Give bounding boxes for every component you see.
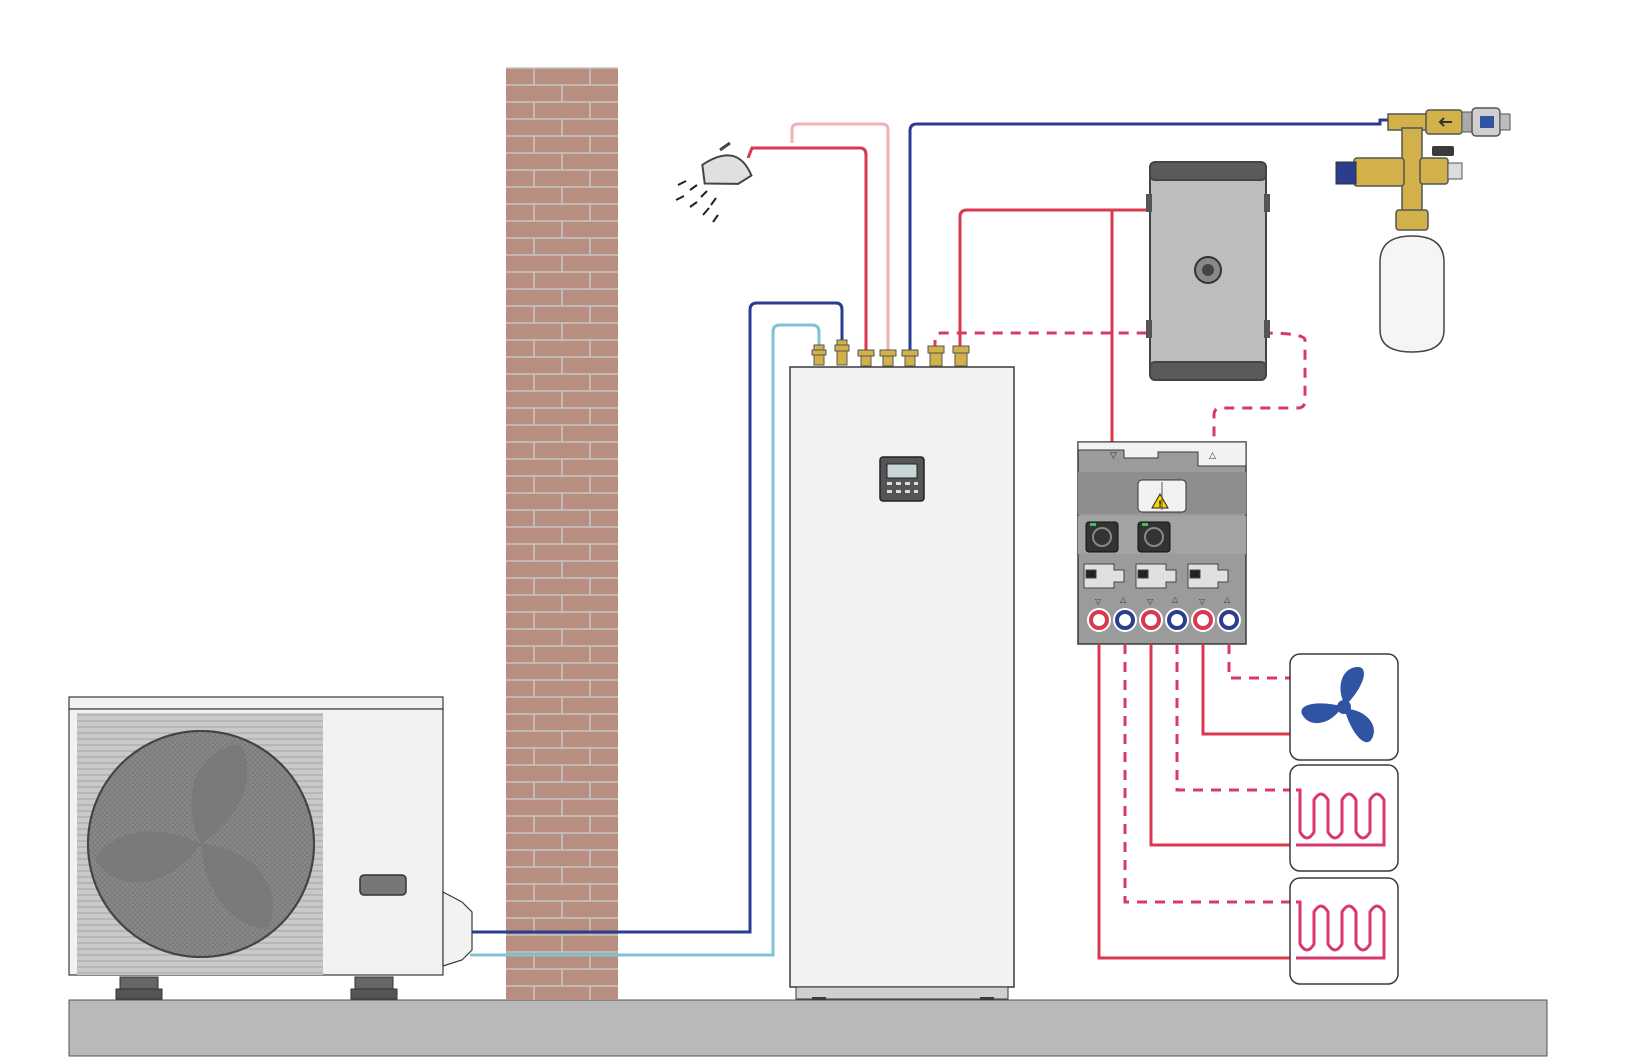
hot-water-to-shower-pipe xyxy=(746,146,868,350)
shower-head-icon xyxy=(701,154,753,185)
indoor-unit-controller[interactable] xyxy=(879,456,925,502)
underfloor-1-return-pipe xyxy=(1175,644,1290,792)
svg-text:△: △ xyxy=(1172,595,1179,604)
domestic-hot-water-pipes xyxy=(746,118,1390,350)
svg-text:▽: ▽ xyxy=(1110,451,1117,461)
underfloor-heating-icon xyxy=(1296,788,1386,847)
brick-wall xyxy=(506,67,618,1000)
underfloor-heating-emitter-1 xyxy=(1289,764,1399,872)
underfloor-2-return-pipe xyxy=(1123,644,1290,904)
warning-icon xyxy=(1151,492,1169,509)
emitter-circuit-pipes xyxy=(1097,644,1290,960)
dark-blue-refrigerant-pipe xyxy=(470,301,844,934)
mixing-valves xyxy=(1083,563,1229,589)
svg-text:△: △ xyxy=(1209,451,1216,461)
outdoor-heat-pump-unit xyxy=(68,696,473,1000)
circulator-pump-1 xyxy=(1085,521,1119,553)
underfloor-1-flow-pipe xyxy=(1149,644,1290,847)
indoor-hydro-unit xyxy=(789,339,1015,1000)
underfloor-2-flow-pipe xyxy=(1097,644,1290,960)
expansion-vessel-icon xyxy=(1379,235,1445,353)
outdoor-to-indoor-pipes xyxy=(470,301,844,957)
fan-coil-flow-pipe xyxy=(1201,644,1290,736)
svg-text:▽: ▽ xyxy=(1147,597,1154,606)
buffer-tank-pipes xyxy=(933,208,1307,445)
light-blue-refrigerant-pipe xyxy=(470,323,821,957)
svg-text:▽: ▽ xyxy=(1199,597,1206,606)
circulator-pump-2 xyxy=(1137,521,1171,553)
shower-head xyxy=(675,141,753,223)
ground-floor xyxy=(68,999,1548,1057)
expansion-vessel xyxy=(1379,235,1445,353)
hydraulic-manifold-module: ▽ △ ! ▽ △ ▽ △ ▽ △ xyxy=(1077,441,1247,645)
cold-water-supply-pipe xyxy=(908,118,1390,350)
flow-to-buffer-pipe xyxy=(958,208,1155,350)
buffer-tank xyxy=(1146,161,1270,381)
underfloor-heating-emitter-2 xyxy=(1289,877,1399,985)
fan-coil-return-pipe xyxy=(1227,644,1290,680)
filling-valve-assembly xyxy=(1335,107,1511,231)
return-from-buffer-dashed-pipe xyxy=(933,331,1307,445)
svg-text:△: △ xyxy=(1224,595,1231,604)
fan-coil-emitter xyxy=(1289,653,1399,761)
fan-coil-icon xyxy=(1301,667,1374,743)
svg-text:!: ! xyxy=(1158,500,1162,510)
recirculation-pipe xyxy=(790,122,890,350)
svg-text:▽: ▽ xyxy=(1095,597,1102,606)
underfloor-heating-icon xyxy=(1296,900,1386,960)
svg-text:△: △ xyxy=(1120,595,1127,604)
indoor-unit-connectors xyxy=(811,339,970,367)
